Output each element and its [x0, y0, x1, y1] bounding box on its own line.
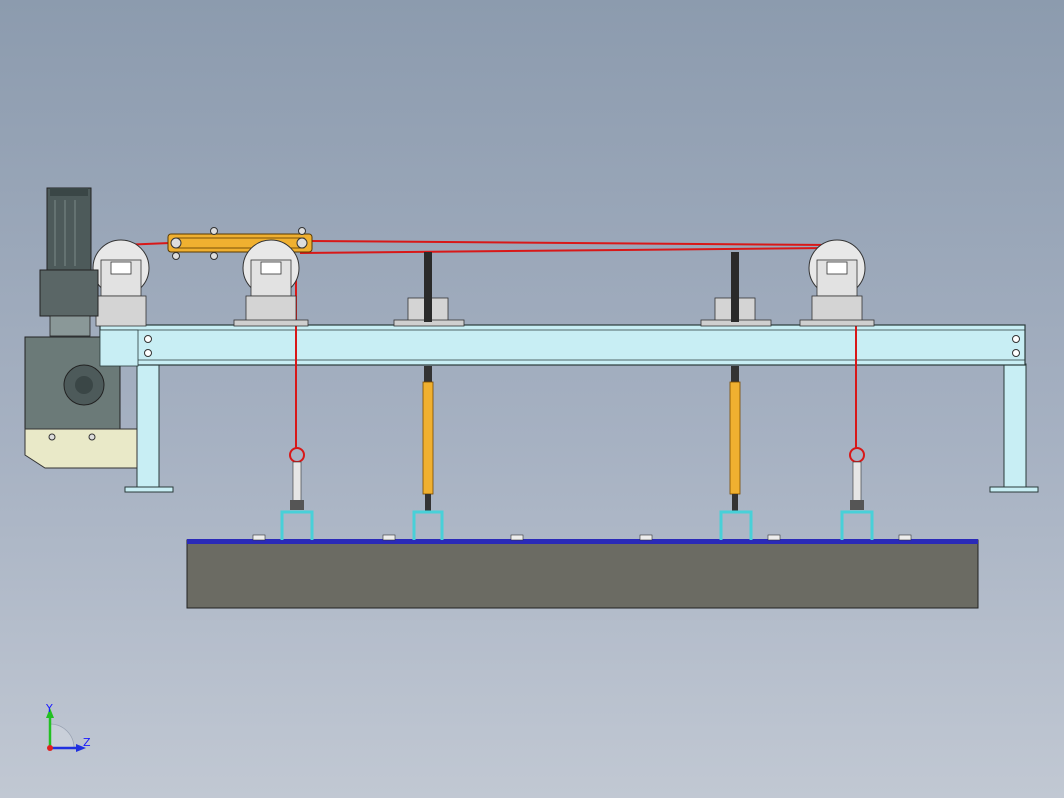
frame-legs[interactable] [124, 363, 1039, 493]
cylinder-mount-2[interactable] [700, 252, 772, 327]
tank-brackets[interactable] [280, 510, 874, 540]
rope-hook-2[interactable] [849, 447, 865, 510]
tensioner-link[interactable] [167, 227, 313, 260]
cylinder-mount-1[interactable] [393, 252, 465, 327]
main-beam[interactable] [99, 324, 1026, 366]
z-axis-label: Z [83, 736, 91, 749]
gearbox[interactable] [24, 329, 139, 430]
tank[interactable] [186, 534, 979, 609]
motor[interactable] [39, 187, 99, 337]
y-axis-label: Y [45, 702, 53, 715]
axis-triad-icon: Y Z [45, 702, 91, 752]
hydraulic-cylinder-1[interactable] [422, 366, 434, 512]
rope-hook-1[interactable] [289, 447, 305, 510]
pulley-2[interactable] [233, 239, 309, 327]
pedestal[interactable] [24, 428, 138, 469]
tank-bolts [252, 534, 912, 541]
pulley-1[interactable] [92, 239, 150, 327]
hydraulic-cylinder-2[interactable] [729, 366, 741, 512]
pulley-3[interactable] [799, 239, 875, 327]
